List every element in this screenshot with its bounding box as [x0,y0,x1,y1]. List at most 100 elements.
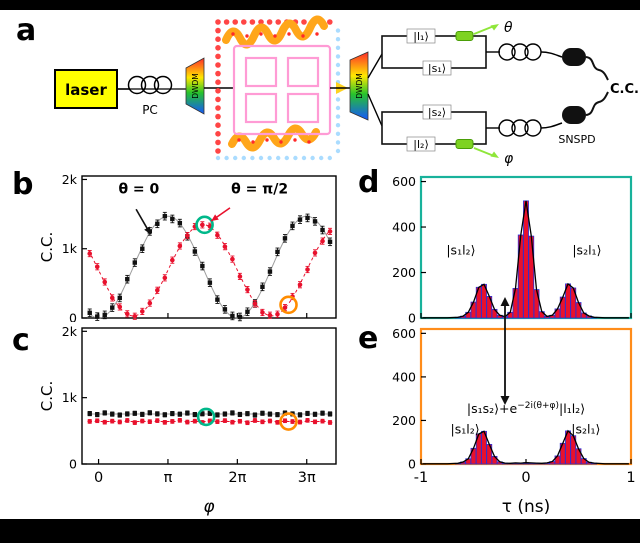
panel-d-label: d [358,165,380,200]
data-point [305,215,310,221]
data-point [132,313,138,319]
data-point [177,418,183,423]
data-point [222,307,228,312]
data-point [125,277,130,282]
chip-border-dots [215,19,341,161]
fiber-coil-bottom [498,119,542,137]
annotation-pre: |s₁s₂⟩+e [466,401,518,417]
data-point [185,419,190,425]
fiber-line [367,93,383,127]
polarization-controller-coil [127,75,173,95]
data-point [200,411,205,416]
data-point [237,314,243,320]
chip-orange-waveguide-bottom [228,124,320,152]
peak-state-label: |s₁l₂⟩ [446,242,475,257]
data-point [297,419,303,425]
data-point [275,412,280,417]
cc-label: C.C. [610,82,639,97]
data-point [140,246,145,251]
histogram-bar [533,289,540,319]
data-point [222,418,228,423]
data-point [94,418,100,424]
theta-arrow [473,25,495,35]
data-point [327,239,333,245]
phi-arrow [473,147,495,157]
data-point [327,411,333,417]
data-point [297,217,303,222]
x-tick-label: 2π [228,470,246,486]
snspd-label: SNSPD [558,133,595,146]
detector-cable-bottom [585,91,609,116]
phi-arrow-head [490,151,499,158]
data-point [237,274,243,279]
y-tick-label: 400 [392,220,416,235]
data-point [305,418,310,423]
data-point [162,213,168,219]
chip-orange-waveguide-top [222,15,328,49]
y-axis-label: C.C. [40,232,56,262]
state-s1-label: |s₁⟩ [428,62,446,75]
data-point [170,411,175,416]
fit-curve [88,223,330,317]
data-point [110,411,115,417]
y-tick-label: 0 [69,311,77,323]
y-tick-label: 600 [392,174,416,189]
peak-state-label: |s₁l₂⟩ [451,422,480,437]
phase-shifter-phi [455,139,474,149]
y-tick-label: 2k [62,172,78,187]
phase-shifter-theta [455,31,474,41]
data-point [267,269,273,274]
data-point [230,419,235,425]
panel-link-arrow [500,297,510,405]
y-tick-label: 200 [392,413,416,428]
data-point [207,280,213,285]
data-point [200,222,205,228]
data-point [320,418,325,424]
data-point [305,267,310,272]
data-point [267,312,273,318]
dwdm-output-label: DWDM [355,73,364,98]
data-point [125,411,130,417]
data-point [87,411,92,416]
data-point [177,243,183,249]
dwdm-input: DWDM [185,57,205,115]
data-point [215,232,220,238]
highlight-circle [279,412,298,431]
data-point [260,411,265,416]
plot-box [81,175,337,319]
panel-a-label: a [16,13,37,48]
y-tick-label: 0 [69,457,77,472]
data-point [275,311,280,317]
x-tick-label: 1 [626,470,635,486]
y-tick-label: 600 [392,326,416,341]
highlight-circle [196,407,216,427]
data-point [230,256,235,262]
theta-label: θ [504,20,513,36]
data-point [305,411,310,416]
data-point [290,223,295,229]
data-point [102,419,108,425]
data-point [94,264,100,270]
data-point [260,284,265,290]
state-l1-label: |l₁⟩ [413,30,428,43]
y-tick-label: 1k [62,241,78,256]
data-point [260,419,265,425]
data-point [109,418,115,424]
data-point [140,412,145,417]
data-point [102,279,108,285]
plot-box [419,327,633,466]
dwdm-input-label: DWDM [191,73,200,98]
data-point [87,310,92,316]
data-point [320,410,325,416]
envelope-curve [423,429,629,465]
data-point [132,411,137,416]
data-point [320,227,325,233]
interferometer-bottom: |s₂⟩ |l₂⟩ φ [381,104,514,167]
data-point [117,304,123,310]
bottom-letterbox-bar [0,519,640,543]
data-point [252,412,258,418]
chip-red-dots [231,32,319,144]
data-point [147,419,153,424]
